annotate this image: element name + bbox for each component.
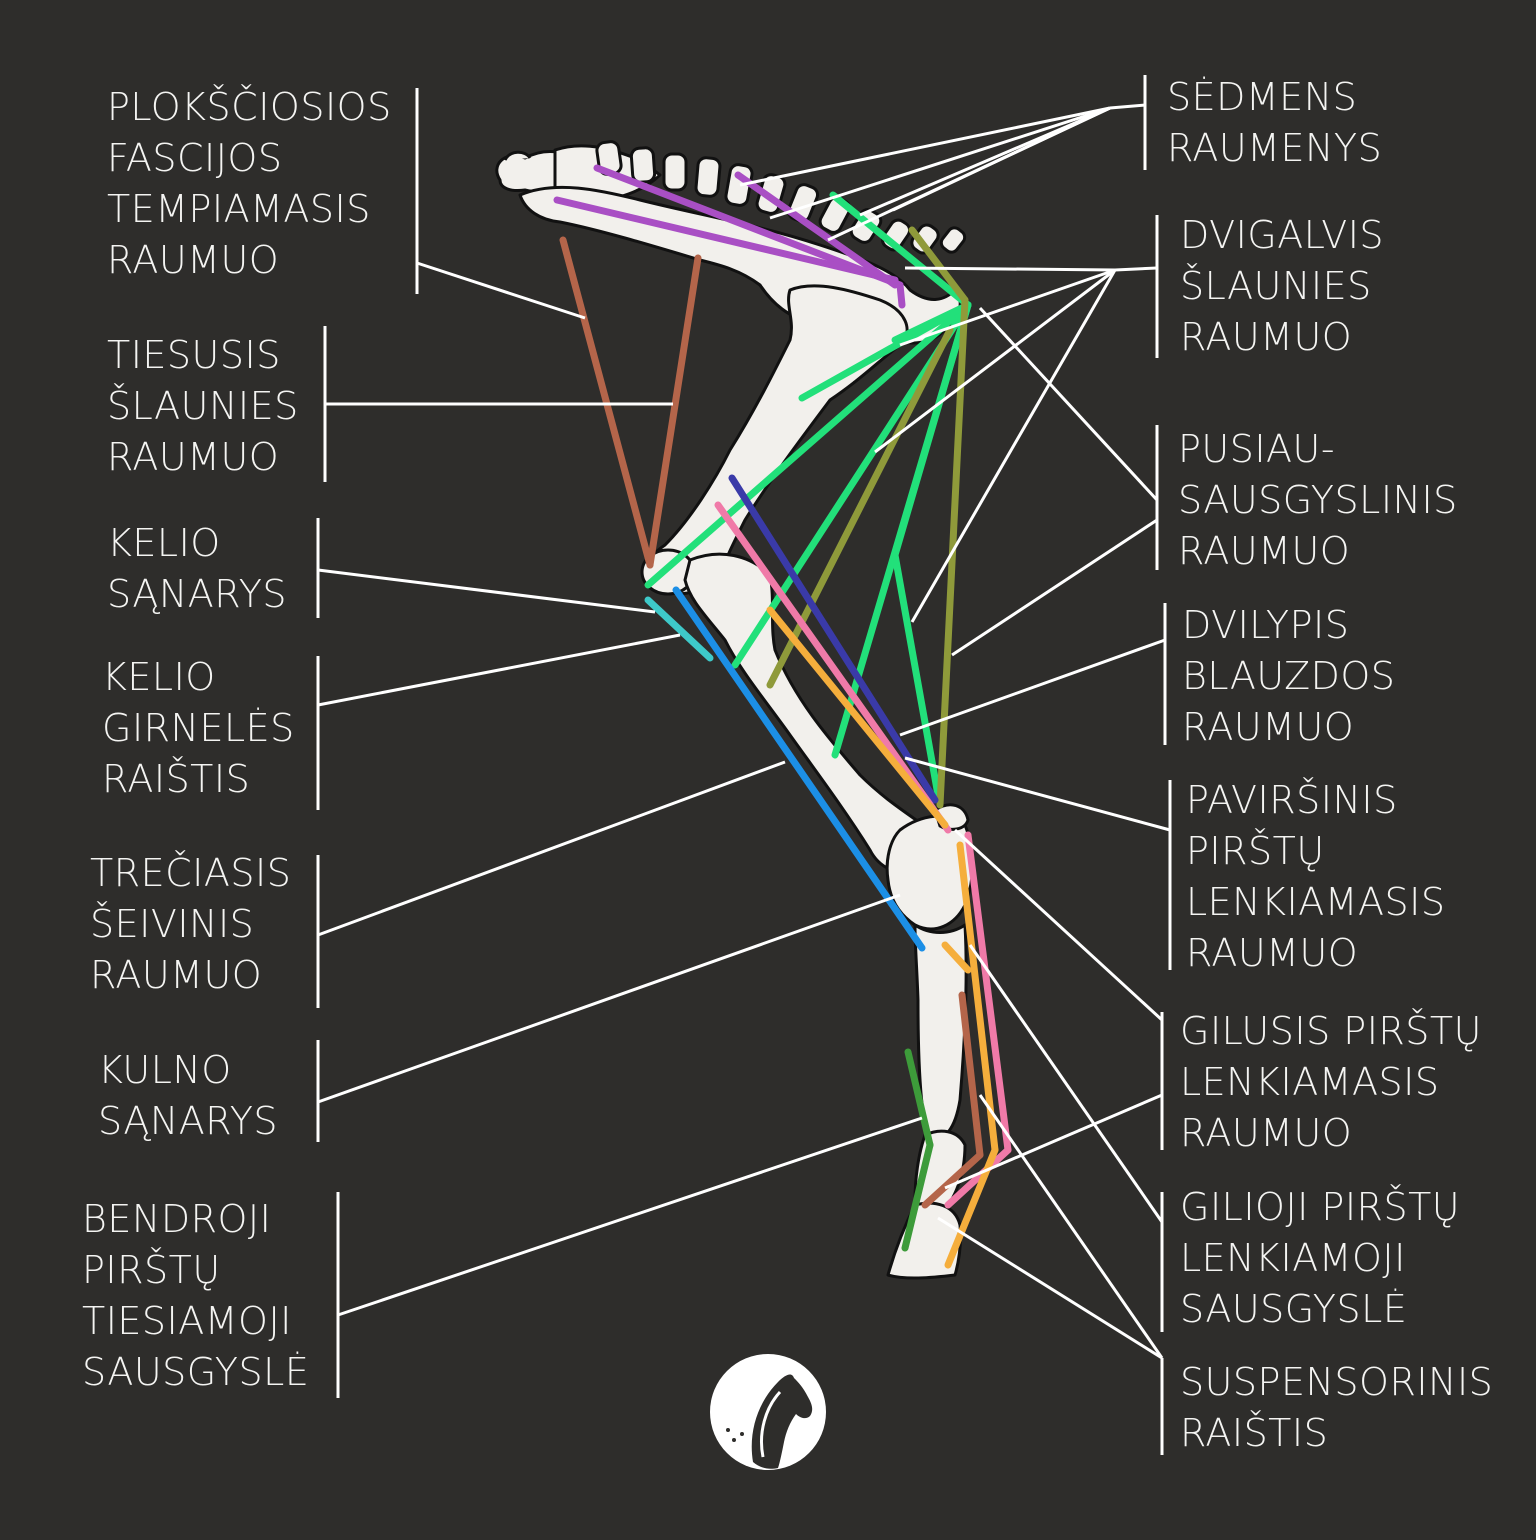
muscle-gluteal-1 xyxy=(593,164,904,289)
ligament-suspensory-1 xyxy=(958,991,984,1159)
label-fascia-tensor: PLOKŠČIOSIOS FASCIJOS TEMPIAMASIS RAUMUO xyxy=(107,85,392,282)
leader-lines xyxy=(316,75,1172,1455)
label-common-extensor: BENDROJI PIRŠTŲ TIESIAMOJI SAUSGYSLĖ xyxy=(82,1197,310,1394)
muscle-sdf-3 xyxy=(944,1146,1012,1209)
label-deep-flexor-tendon: GILIOJI PIRŠTŲ LENKIAMOJI SAUSGYSLĖ xyxy=(1180,1185,1461,1331)
label-peroneus-tertius: TREČIASIS ŠEIVINIS RAUMUO xyxy=(90,851,292,997)
label-rectus-femoris: TIESUSIS ŠLAUNIES RAUMUO xyxy=(107,333,299,479)
muscle-gluteal-2 xyxy=(553,196,899,284)
muscle-peroneus xyxy=(672,586,926,952)
ligament-suspensory-2 xyxy=(921,1151,984,1209)
label-deep-flexor-muscle: GILUSIS PIRŠTŲ LENKIAMASIS RAUMUO xyxy=(1180,1009,1482,1155)
skeleton xyxy=(495,140,974,1280)
muscle-sdf-1 xyxy=(714,501,952,834)
muscle-ddf-2 xyxy=(956,841,999,1154)
tendon-extensor-1 xyxy=(904,1048,934,1149)
label-gastrocnemius: DVILYPIS BLAUZDOS RAUMUO xyxy=(1182,603,1396,749)
ligament-patellar xyxy=(644,596,714,662)
tendon-extensor-2 xyxy=(901,1141,934,1252)
muscle-biceps-6 xyxy=(891,301,972,559)
muscle-biceps-1 xyxy=(829,191,972,309)
horse-head-logo xyxy=(710,1354,826,1470)
label-suspensory-ligament: SUSPENSORINIS RAIŠTIS xyxy=(1180,1360,1494,1455)
muscle-biceps-8 xyxy=(891,301,972,344)
muscle-ddf-4 xyxy=(941,941,972,974)
cannon-bone xyxy=(913,923,968,1142)
label-superficial-flexor: PAVIRŠINIS PIRŠTŲ LENKIAMASIS RAUMUO xyxy=(1186,778,1446,975)
muscle-gluteal-4 xyxy=(896,281,906,309)
muscle-gastro xyxy=(728,474,939,804)
muscle-sdf-2 xyxy=(964,831,1012,1154)
muscle-biceps-7 xyxy=(891,551,942,799)
muscle-ddf-1 xyxy=(766,606,949,829)
muscle-semi-1 xyxy=(908,226,969,304)
label-patellar-ligament: KELIO GIRNELĖS RAIŠTIS xyxy=(102,655,295,801)
muscles xyxy=(553,164,1012,1269)
muscle-gluteal-3 xyxy=(734,171,899,289)
label-biceps-femoris: DVIGALVIS ŠLAUNIES RAUMUO xyxy=(1180,213,1385,359)
label-gluteal: SĖDMENS RAUMENYS xyxy=(1167,75,1383,170)
label-stifle-joint: KELIO SĄNARYS xyxy=(107,521,288,616)
label-hock-joint: KULNO SĄNARYS xyxy=(98,1048,279,1143)
muscle-biceps-3 xyxy=(644,301,972,589)
label-semitendinosus: PUSIAU- SAUSGYSLINIS RAUMUO xyxy=(1178,427,1458,573)
muscle-fascia-tensor-2 xyxy=(646,254,702,569)
